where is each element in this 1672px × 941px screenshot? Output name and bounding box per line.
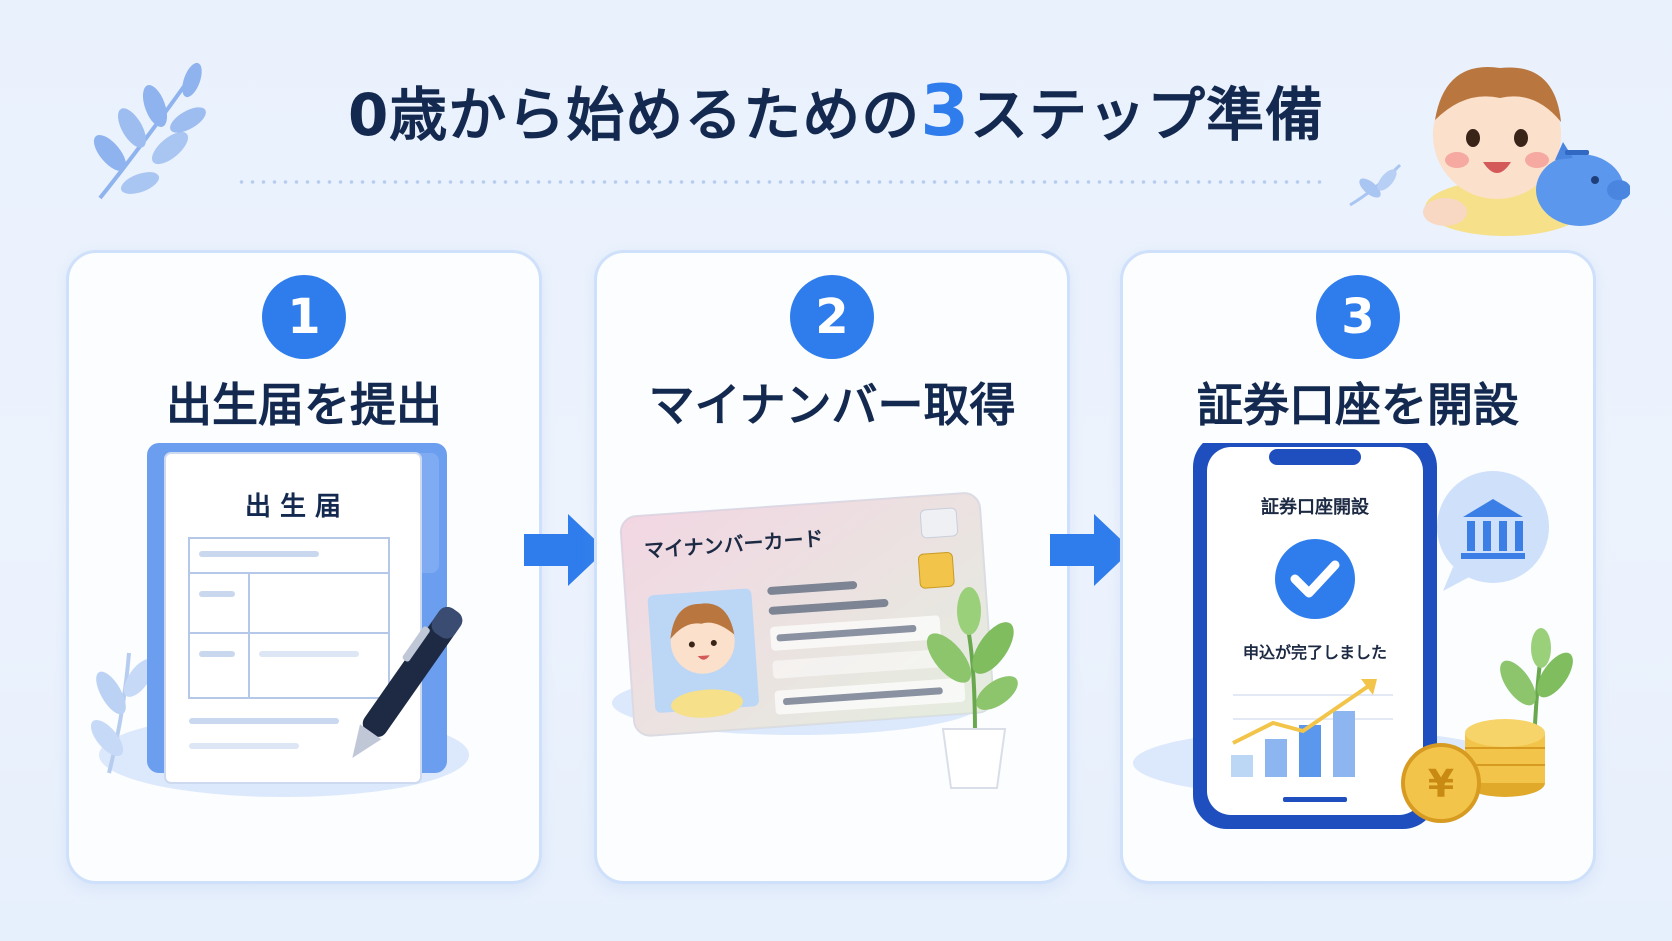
leaf-icon	[1349, 163, 1402, 207]
arrow-right-icon	[1050, 514, 1132, 586]
birth-registration-illustration: 出 生 届	[90, 443, 469, 797]
step-title: 証券口座を開設	[1197, 378, 1519, 432]
piggy-bank-icon	[1536, 142, 1630, 226]
securities-account-illustration: 証券口座開設 申込が完了しました ¥	[1133, 443, 1573, 829]
yen-coin-icon: ¥	[1401, 719, 1545, 823]
document-heading: 出 生 届	[245, 492, 341, 522]
phone-heading: 証券口座開設	[1261, 496, 1370, 518]
check-icon	[1275, 539, 1355, 619]
page-title: 0歳から始めるための3ステップ準備	[0, 68, 1672, 152]
step-number-badge: 3	[1316, 275, 1400, 359]
phone-message: 申込が完了しました	[1243, 643, 1387, 662]
leaf-icon	[93, 62, 206, 200]
step-number-badge: 2	[790, 275, 874, 359]
step-title: マイナンバー取得	[648, 378, 1016, 432]
step-card-2: 2 マイナンバー取得 マイナンバーカード	[594, 250, 1070, 884]
step-card-3: 3 証券口座を開設 証券口座開設 申込が完了しました	[1120, 250, 1596, 884]
pen-icon	[352, 606, 463, 758]
svg-text:¥: ¥	[1428, 762, 1454, 806]
step-card-1: 1 出生届を提出 出 生 届	[66, 250, 542, 884]
title-number: 3	[920, 70, 971, 152]
title-prefix: 0歳から始めるための	[347, 81, 921, 149]
title-divider	[236, 180, 1326, 184]
step-number-badge: 1	[262, 275, 346, 359]
arrow-right-icon	[524, 514, 606, 586]
leaf-icon	[90, 652, 155, 774]
baby-icon	[1423, 67, 1630, 236]
step-title: 出生届を提出	[166, 378, 442, 432]
my-number-card-illustration: マイナンバーカード	[612, 492, 1018, 789]
title-suffix: ステップ準備	[970, 81, 1325, 149]
plant-icon	[926, 587, 1018, 789]
bank-icon	[1437, 471, 1549, 591]
